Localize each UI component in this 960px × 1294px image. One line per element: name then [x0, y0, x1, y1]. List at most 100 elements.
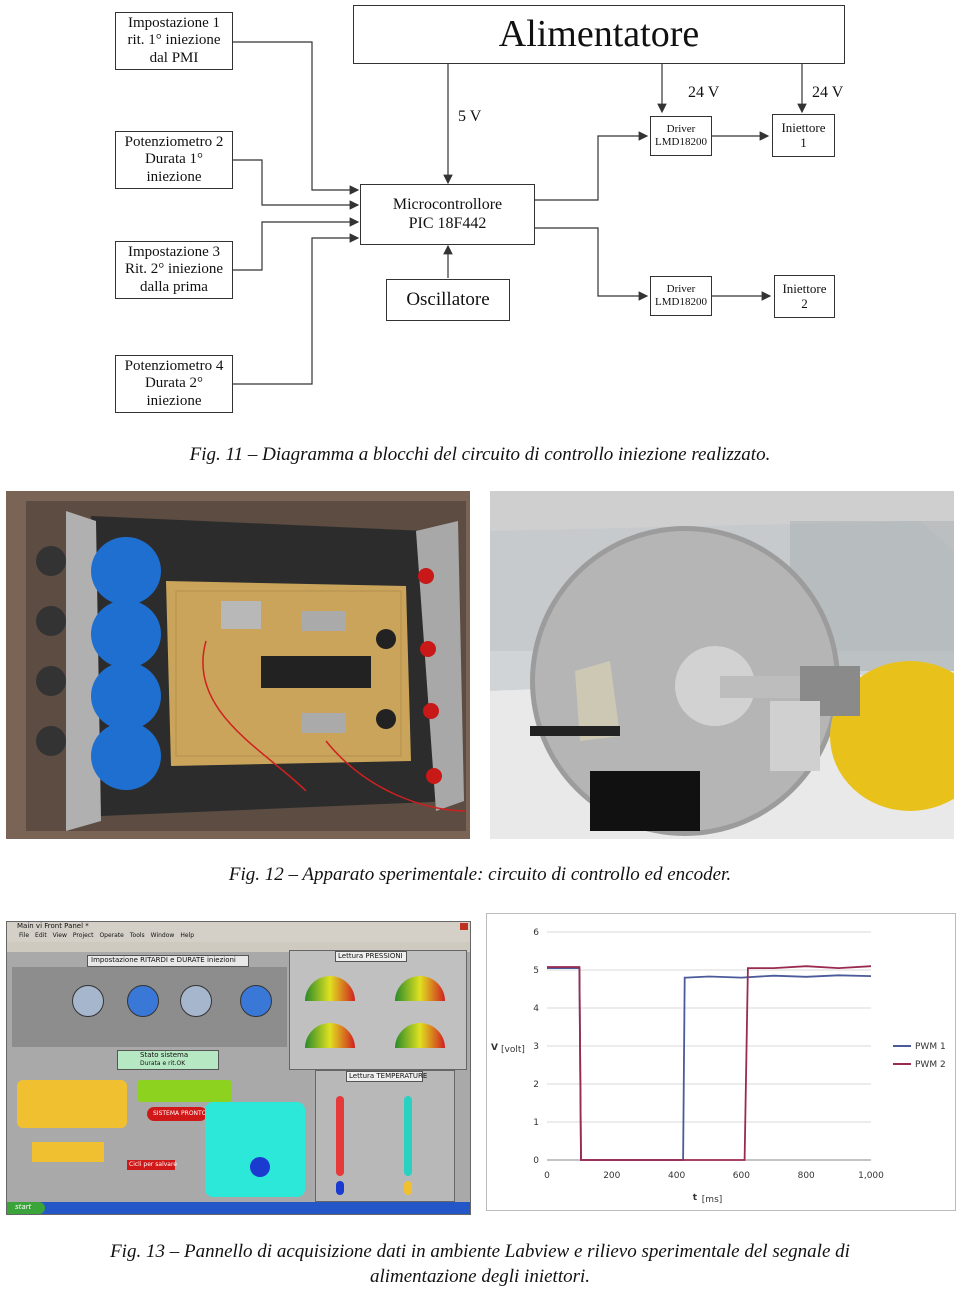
menu-file[interactable]: File: [19, 932, 30, 939]
x-tick-label: 400: [668, 1171, 685, 1181]
labview-window-title: Main vi Front Panel *: [17, 922, 89, 930]
iniettore-1-line2: 1: [800, 134, 807, 150]
x-tick-label: 1,000: [858, 1171, 884, 1181]
thermometer-1: [336, 1096, 344, 1176]
sistema-pronto-button[interactable]: SISTEMA PRONTO: [147, 1107, 207, 1121]
oscillatore-box: Oscillatore: [386, 279, 510, 321]
pressure-gauge-2: [395, 976, 445, 1001]
oscillatore-label: Oscillatore: [406, 289, 490, 311]
impostazione-3-line2: Rit. 2° iniezione: [124, 261, 224, 278]
iniettore-2-line2: 2: [801, 295, 808, 311]
x-axis-label-unit: [ms]: [702, 1195, 722, 1205]
y-tick-label: 6: [533, 928, 539, 938]
impostazione-1-line3: dal PMI: [149, 49, 199, 66]
block-diagram: Alimentatore Impostazione 1 rit. 1° inie…: [0, 0, 960, 430]
stato-sistema-box: Stato sistema Durata e rit.OK: [117, 1050, 219, 1070]
menu-window[interactable]: Window: [150, 932, 175, 939]
thermometer-2: [404, 1096, 412, 1176]
panel-ritardi: Impostazione RITARDI e DURATE iniezioni: [87, 955, 249, 967]
y-tick-label: 5: [533, 966, 539, 976]
alimentatore-box: Alimentatore: [353, 5, 845, 64]
lancio-acquisizione-panel: [205, 1102, 305, 1197]
impostazione-3-line1: Impostazione 3: [127, 244, 221, 261]
x-axis-label: t: [693, 1193, 698, 1203]
knob-1[interactable]: [72, 985, 104, 1017]
y-tick-label: 1: [533, 1118, 539, 1128]
knob-3[interactable]: [180, 985, 212, 1017]
stato-sistema-value: Durata e rit.OK: [140, 1060, 186, 1067]
panel-ritardi-title: Impostazione RITARDI e DURATE iniezioni: [91, 956, 236, 964]
iniettore-1-box: Iniettore 1: [772, 114, 835, 157]
y-tick-label: 4: [533, 1004, 539, 1014]
labview-title-bar: Main vi Front Panel *: [7, 922, 470, 932]
potenziometro-2-line2: Durata 1°: [144, 151, 204, 168]
legend-label-1: PWM 1: [915, 1042, 946, 1052]
menu-project[interactable]: Project: [72, 932, 94, 939]
menu-tools[interactable]: Tools: [129, 932, 145, 939]
driver-2-line2: LMD18200: [655, 296, 707, 308]
potenziometro-2-box: Potenziometro 2 Durata 1° iniezione: [115, 131, 233, 189]
potenziometro-4-line2: Durata 2°: [144, 375, 204, 392]
potenziometro-4-line1: Potenziometro 4: [124, 358, 224, 375]
legend-label-2: PWM 2: [915, 1060, 946, 1070]
menu-view[interactable]: View: [52, 932, 67, 939]
driver-1-line2: LMD18200: [655, 136, 707, 148]
figure-13-caption-line1: Fig. 13 – Pannello di acquisizione dati …: [110, 1241, 850, 1262]
cicli-button[interactable]: Cicli per salvare: [127, 1160, 177, 1170]
figure-13-caption-line2: alimentazione degli iniettori.: [369, 1266, 591, 1287]
pressure-gauge-4: [395, 1023, 445, 1048]
potenziometro-2-line1: Potenziometro 2: [124, 134, 224, 151]
ingressi-panel: [137, 1080, 232, 1102]
pressure-gauge-3: [305, 1023, 355, 1048]
microcontrollore-box: Microcontrollore PIC 18F442: [360, 184, 535, 245]
y-axis-label: V: [491, 1043, 498, 1053]
microcontrollore-line2: PIC 18F442: [408, 214, 487, 232]
x-tick-label: 0: [544, 1171, 550, 1181]
windows-taskbar: start: [7, 1202, 470, 1214]
driver-2-box: Driver LMD18200: [650, 276, 712, 316]
knob-4[interactable]: [240, 985, 272, 1017]
sistema-pronto-label: SISTEMA PRONTO: [153, 1110, 207, 1117]
y-axis-label-unit: [volt]: [501, 1045, 525, 1055]
figure-12-caption: Fig. 12 – Apparato sperimentale: circuit…: [228, 864, 732, 885]
potenziometro-4-line3: iniezione: [146, 392, 202, 409]
encoder-photo: [490, 491, 954, 839]
thermometer-4: [404, 1181, 412, 1195]
panel-temperature-title: Lettura TEMPERATURE: [349, 1072, 428, 1080]
iniettore-2-line1: Iniettore: [782, 280, 827, 296]
stato-sistema-label: Stato sistema: [140, 1051, 189, 1059]
pressure-gauge-1: [305, 976, 355, 1001]
x-tick-label: 200: [603, 1171, 620, 1181]
start-label: start: [15, 1203, 32, 1211]
menu-edit[interactable]: Edit: [35, 932, 47, 939]
impostazione-3-box: Impostazione 3 Rit. 2° iniezione dalla p…: [115, 241, 233, 299]
x-tick-label: 800: [798, 1171, 815, 1181]
cicli-label: Cicli per salvare: [129, 1161, 177, 1168]
gauge-blue-icon: [250, 1157, 270, 1177]
iniettore-1-line1: Iniettore: [781, 119, 826, 135]
start-button[interactable]: start: [7, 1202, 45, 1214]
driver-1-line1: Driver: [666, 123, 696, 136]
close-icon[interactable]: [460, 923, 468, 930]
impostazione-3-line3: dalla prima: [140, 278, 208, 295]
knobs-area: [12, 967, 287, 1047]
y-tick-label: 3: [533, 1042, 539, 1052]
5v-label: 5 V: [458, 108, 482, 125]
driver-1-box: Driver LMD18200: [650, 116, 712, 156]
block-diagram-connectors: [233, 41, 807, 385]
driver-2-line1: Driver: [666, 283, 696, 296]
y-tick-label: 0: [533, 1156, 539, 1166]
labview-screenshot: Main vi Front Panel * File Edit View Pro…: [6, 921, 471, 1215]
impostazione-1-line1: Impostazione 1: [127, 15, 221, 32]
menu-help[interactable]: Help: [180, 932, 195, 939]
circuit-board-illustration: [6, 491, 470, 839]
knob-2[interactable]: [127, 985, 159, 1017]
thermometer-3: [336, 1181, 344, 1195]
impostazione-1-line2: rit. 1° iniezione: [127, 32, 221, 49]
potenziometro-4-box: Potenziometro 4 Durata 2° iniezione: [115, 355, 233, 413]
encoder-illustration: [490, 491, 954, 839]
panel-temperature-header: Lettura TEMPERATURE: [346, 1071, 427, 1082]
menu-operate[interactable]: Operate: [99, 932, 124, 939]
